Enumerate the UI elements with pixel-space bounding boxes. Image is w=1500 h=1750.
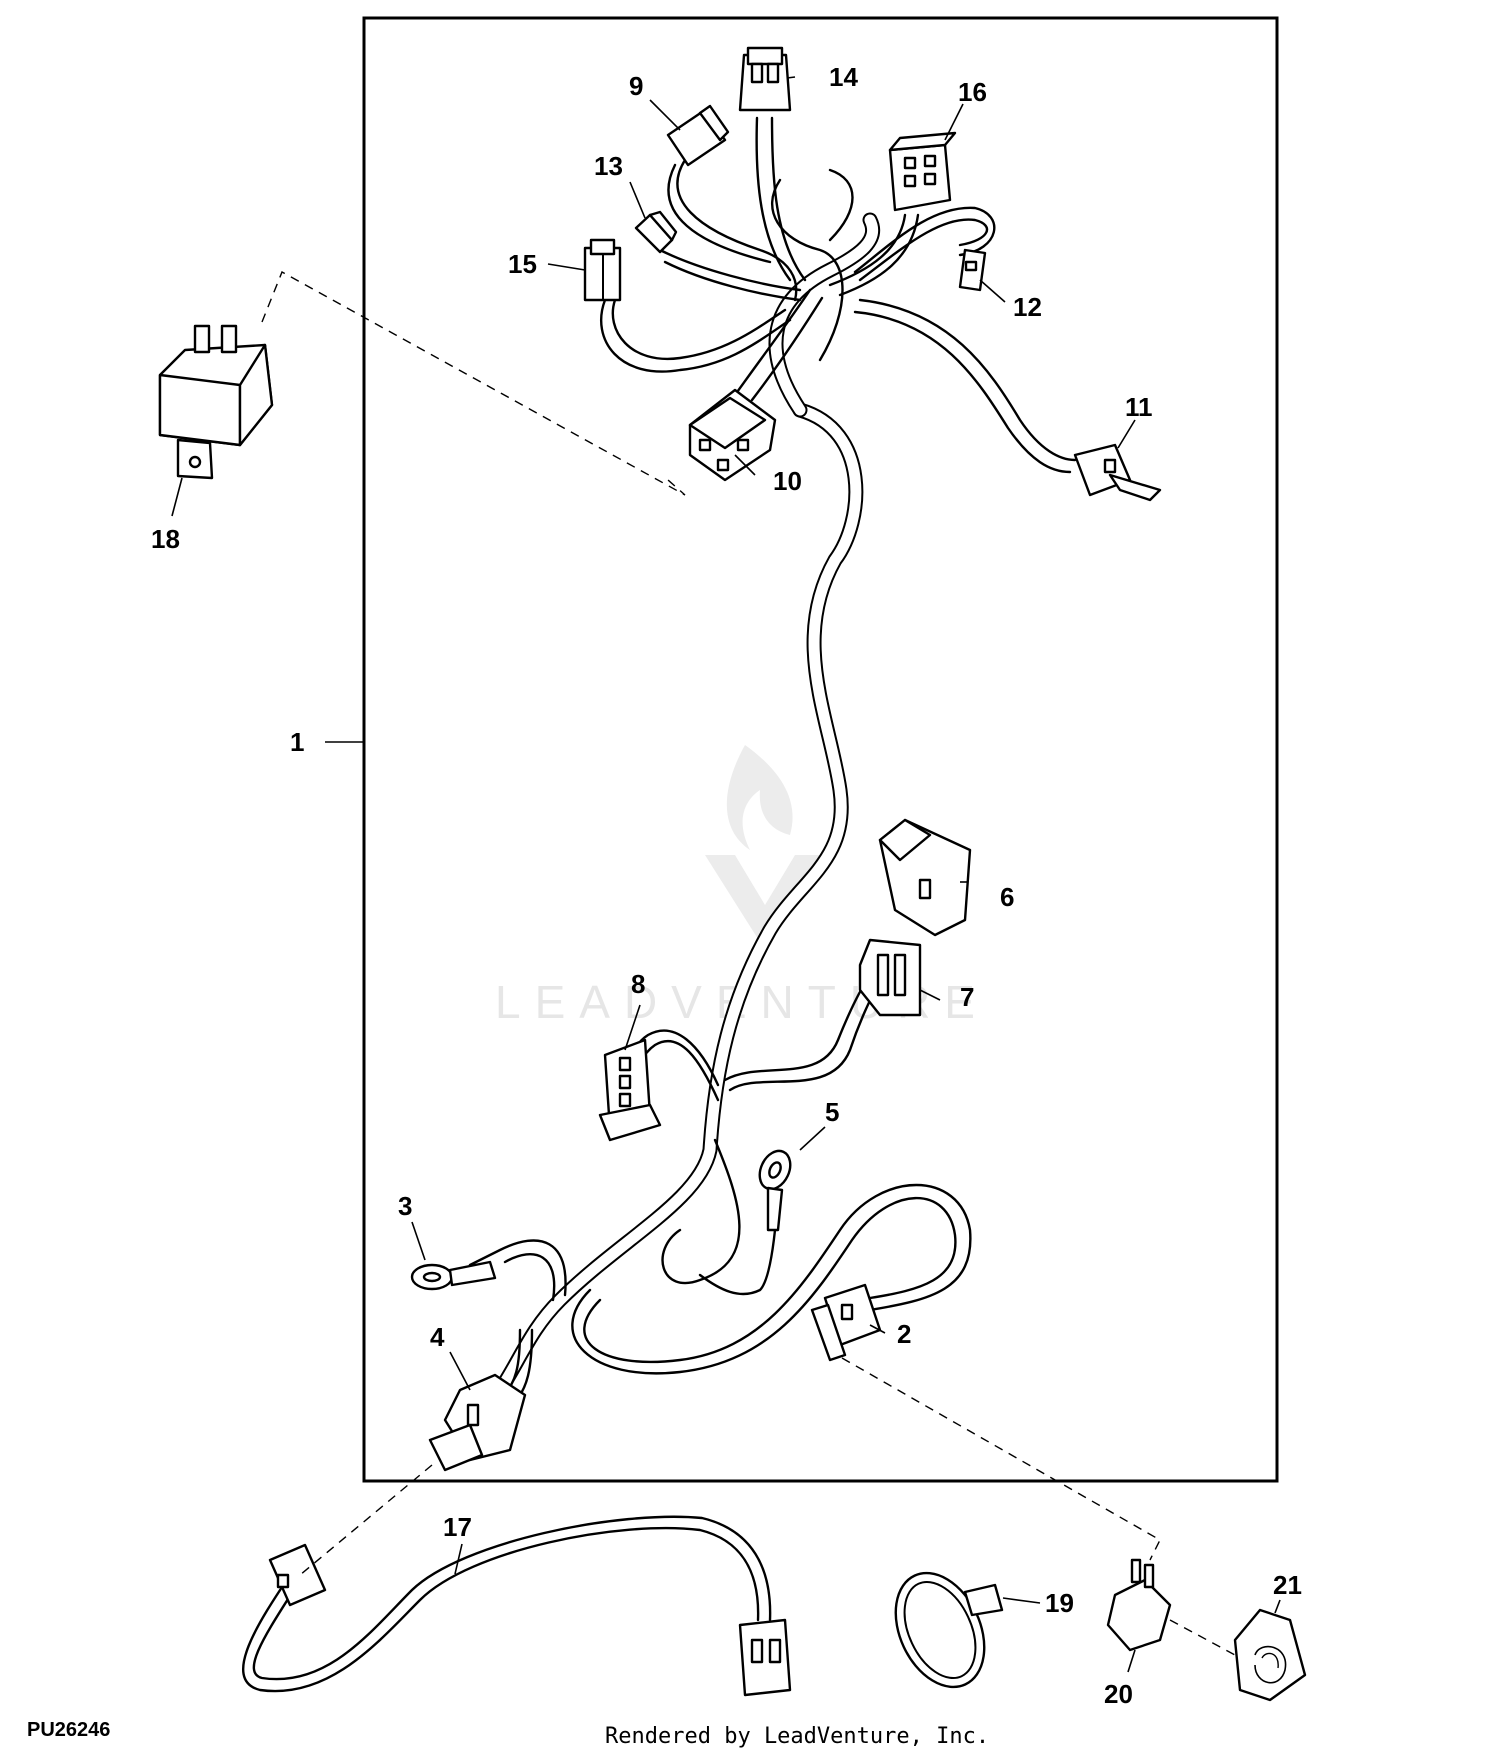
callout-18: 18 <box>151 524 180 554</box>
callout-7: 7 <box>960 982 974 1012</box>
callout-1: 1 <box>290 727 304 757</box>
callout-12: 12 <box>1013 292 1042 322</box>
ring-terminal-3 <box>410 1260 497 1291</box>
callout-9: 9 <box>629 71 643 101</box>
harness-wires <box>468 116 1077 1404</box>
callout-17: 17 <box>443 1512 472 1542</box>
connector-9 <box>666 104 730 167</box>
dashed-lines <box>261 271 1236 1656</box>
callouts: 1 2 3 4 5 6 7 8 9 10 11 12 13 14 15 16 1… <box>151 62 1302 1709</box>
callout-11: 11 <box>1125 392 1153 422</box>
terminal-20 <box>1106 1558 1172 1652</box>
connector-14 <box>738 46 792 112</box>
connector-16 <box>888 131 957 212</box>
relay-18 <box>158 324 274 480</box>
boot-21 <box>1233 1608 1307 1702</box>
connector-2 <box>810 1283 882 1362</box>
callout-8: 8 <box>631 969 645 999</box>
callout-20: 20 <box>1104 1679 1133 1709</box>
connector-10 <box>688 388 777 482</box>
connector-15 <box>583 238 622 302</box>
connector-4 <box>428 1373 527 1472</box>
callout-14: 14 <box>829 62 858 92</box>
callout-6: 6 <box>1000 882 1014 912</box>
callout-5: 5 <box>825 1097 839 1127</box>
ring-terminal-5 <box>758 1149 792 1232</box>
kit-frame <box>362 16 1279 1483</box>
watermark-flame-icon <box>705 745 825 950</box>
callout-13: 13 <box>594 151 623 181</box>
connector-11 <box>1073 443 1162 502</box>
jumper-harness-17 <box>241 1515 792 1697</box>
callout-2: 2 <box>897 1319 911 1349</box>
cable-strap-19 <box>894 1571 1004 1689</box>
connector-12 <box>958 248 987 292</box>
callout-4: 4 <box>430 1322 445 1352</box>
leader-lines <box>171 76 1281 1673</box>
callout-3: 3 <box>398 1191 412 1221</box>
callout-21: 21 <box>1273 1570 1302 1600</box>
figure-code: PU26246 <box>27 1719 110 1741</box>
connector-8 <box>598 1038 662 1142</box>
footer-credit: Rendered by LeadVenture, Inc. <box>605 1724 989 1749</box>
callout-16: 16 <box>958 77 987 107</box>
callout-15: 15 <box>508 249 537 279</box>
callout-10: 10 <box>773 466 802 496</box>
connector-7 <box>858 938 922 1017</box>
connector-13 <box>634 210 678 254</box>
callout-19: 19 <box>1045 1588 1074 1618</box>
connector-6 <box>878 818 972 937</box>
